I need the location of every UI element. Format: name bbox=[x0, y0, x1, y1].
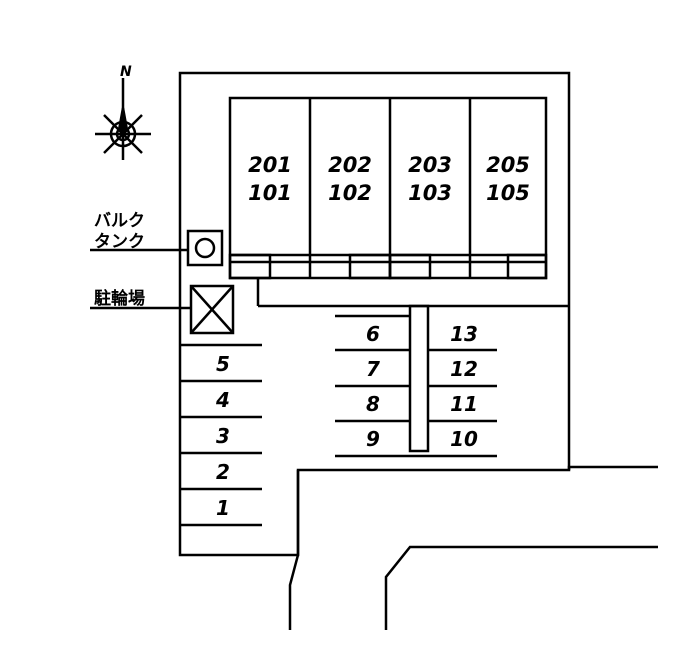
parking-space-number: 11 bbox=[450, 392, 478, 416]
bicycle-parking-symbol bbox=[189, 284, 235, 335]
parking-space-number: 10 bbox=[450, 427, 478, 451]
north-label: N bbox=[120, 64, 132, 80]
parking-numbers-left: 5 4 3 2 1 bbox=[215, 352, 230, 520]
bicycle-parking-label: 駐輪場 bbox=[94, 288, 145, 309]
unit-upper-label: 202 bbox=[328, 153, 372, 177]
property-boundary bbox=[178, 71, 571, 557]
unit-lower-label: 103 bbox=[408, 181, 452, 205]
parking-space-number: 1 bbox=[216, 496, 230, 520]
parking-space-number: 8 bbox=[366, 392, 380, 416]
parking-space-number: 6 bbox=[366, 322, 380, 346]
parking-space-number: 3 bbox=[216, 424, 230, 448]
parking-space-number: 13 bbox=[450, 322, 478, 346]
unit-lower-label: 105 bbox=[486, 181, 530, 205]
parking-space-number: 12 bbox=[450, 357, 478, 381]
unit-lower-label: 102 bbox=[328, 181, 372, 205]
parking-space-number: 7 bbox=[366, 357, 380, 381]
parking-space-number: 5 bbox=[216, 352, 230, 376]
parking-lines-left bbox=[180, 343, 262, 527]
apartment-building bbox=[228, 96, 548, 280]
unit-upper-label: 203 bbox=[408, 153, 452, 177]
road-edges bbox=[288, 465, 658, 630]
parking-space-number: 2 bbox=[216, 460, 230, 484]
parking-numbers-center-right: 13 12 11 10 bbox=[450, 322, 478, 451]
unit-upper-label: 201 bbox=[248, 153, 292, 177]
parking-space-number: 4 bbox=[215, 388, 230, 412]
unit-labels: 201 101 202 102 203 103 205 105 bbox=[248, 153, 530, 205]
bulk-tank-symbol bbox=[186, 229, 224, 267]
unit-lower-label: 101 bbox=[248, 181, 292, 205]
bulk-tank-label: タンク bbox=[94, 232, 145, 252]
parking-space-number: 9 bbox=[366, 427, 380, 451]
unit-upper-label: 205 bbox=[486, 153, 530, 177]
bulk-tank-label: バルク bbox=[94, 211, 145, 231]
parking-numbers-center-left: 6 7 8 9 bbox=[366, 322, 380, 451]
compass-rose-icon bbox=[95, 78, 151, 160]
parking-lines-center bbox=[335, 304, 497, 458]
